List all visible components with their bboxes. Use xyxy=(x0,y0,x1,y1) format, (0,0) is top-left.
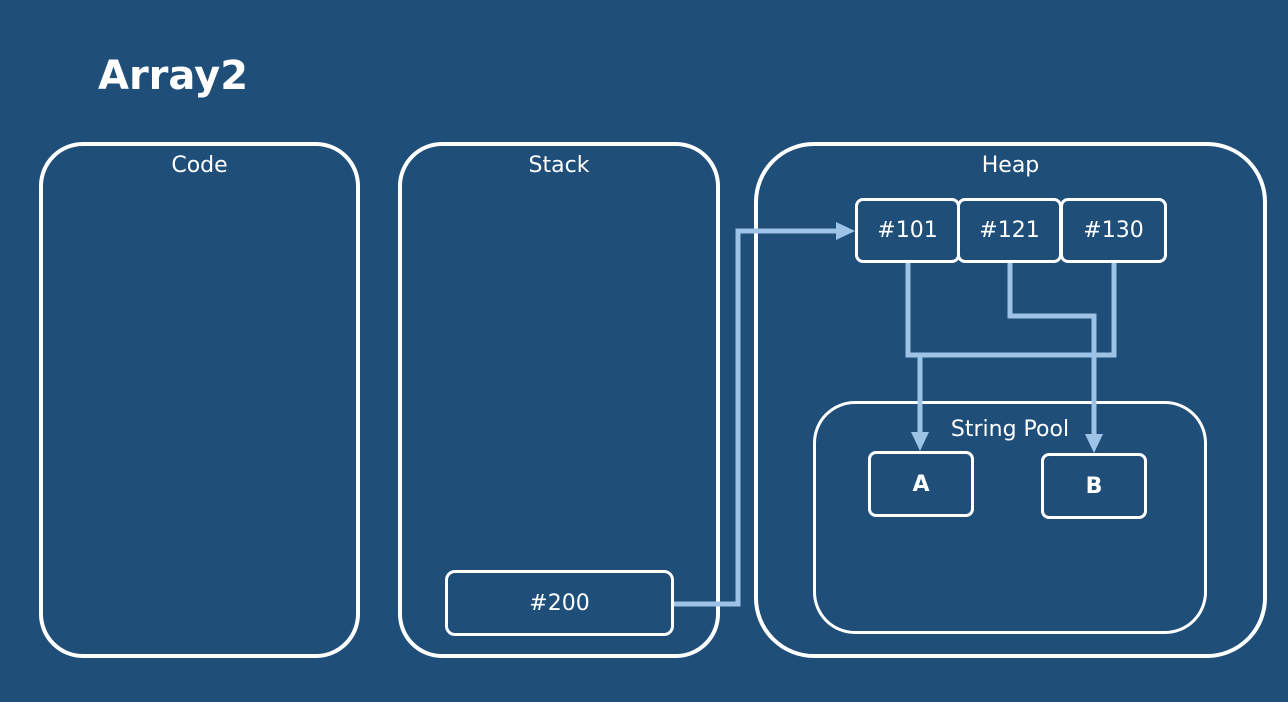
stack-reference-cell: #200 xyxy=(445,570,674,636)
heap-array-cell-0: #101 xyxy=(855,198,960,263)
stack-area-label: Stack xyxy=(528,153,590,178)
string-pool-cell-b: B xyxy=(1041,453,1147,519)
code-area: Code xyxy=(39,142,360,658)
code-area-label: Code xyxy=(171,153,228,178)
slide-title: Array2 xyxy=(98,53,249,99)
string-pool-area: String Pool xyxy=(813,401,1207,634)
string-pool-cell-a: A xyxy=(868,451,974,517)
heap-array-cell-1: #121 xyxy=(957,198,1062,263)
string-pool-label: String Pool xyxy=(950,417,1070,442)
heap-area-label: Heap xyxy=(981,153,1040,178)
heap-array-cell-2: #130 xyxy=(1060,198,1167,263)
